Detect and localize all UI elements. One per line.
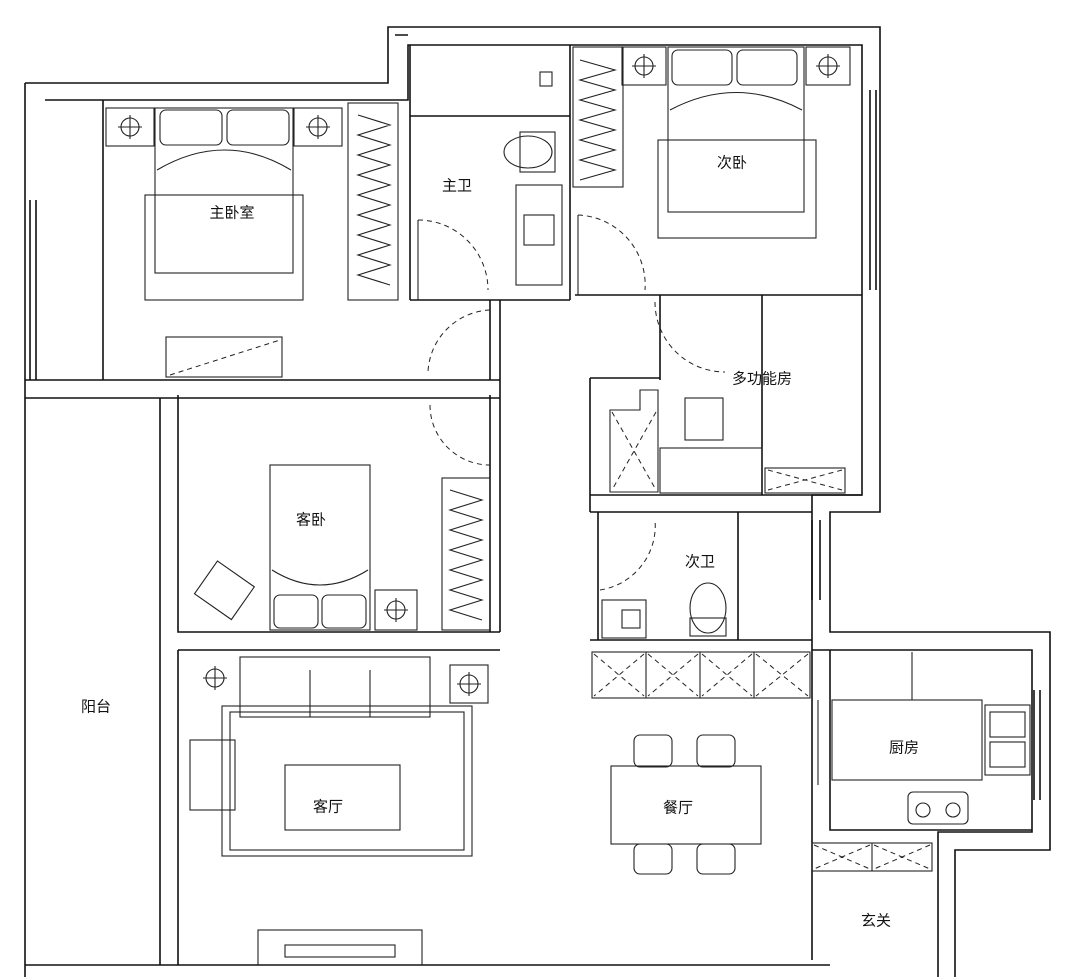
- label-second-bedroom: 次卧: [717, 154, 747, 172]
- toilet-icon: [503, 131, 556, 173]
- plant-icon: [203, 666, 227, 690]
- kitchen-counter: [831, 652, 1031, 781]
- label-master-bedroom: 主卧室: [209, 204, 254, 222]
- dining-chairs: [633, 734, 736, 875]
- armchair-icon: [189, 739, 236, 811]
- label-dining-room: 餐厅: [663, 799, 693, 817]
- guest-wardrobe: [441, 477, 491, 631]
- label-second-bath: 次卫: [685, 553, 715, 571]
- sink-icon: [515, 184, 563, 286]
- sink-icon: [601, 599, 647, 639]
- plant-icon: [805, 46, 851, 86]
- multi-room-cabinet: [609, 389, 846, 494]
- plant-icon: [293, 107, 343, 147]
- label-multi-room: 多功能房: [732, 370, 792, 388]
- label-kitchen: 厨房: [889, 739, 919, 757]
- guest-bed: [269, 464, 371, 631]
- cabinet-row: [591, 651, 811, 699]
- tv-cabinet: [257, 929, 423, 966]
- toilet-icon: [689, 582, 727, 637]
- label-master-bath: 主卫: [442, 177, 472, 195]
- rug: [221, 705, 473, 857]
- plant-icon: [105, 107, 155, 147]
- plant-icon: [374, 589, 418, 631]
- sofa: [239, 656, 431, 718]
- master-wardrobe: [347, 102, 399, 301]
- label-entrance: 玄关: [861, 912, 891, 930]
- master-desk: [165, 336, 283, 378]
- second-wardrobe: [572, 46, 624, 188]
- label-living-room: 客厅: [313, 798, 343, 816]
- stove-icon: [907, 791, 969, 825]
- second-bed: [657, 46, 817, 239]
- master-bed: [144, 107, 304, 301]
- armchair-icon: [193, 560, 256, 621]
- label-guest-bedroom: 客卧: [296, 511, 326, 529]
- label-balcony: 阳台: [81, 698, 111, 716]
- entrance-cabinet: [811, 842, 933, 872]
- doors: [417, 214, 819, 785]
- plant-icon: [621, 46, 667, 86]
- coffee-table: [284, 764, 401, 831]
- shower-icon: [539, 71, 553, 87]
- outer-walls: [24, 26, 1051, 977]
- plant-icon: [449, 664, 489, 704]
- interior-walls: [25, 45, 1032, 965]
- dining-table: [610, 765, 762, 845]
